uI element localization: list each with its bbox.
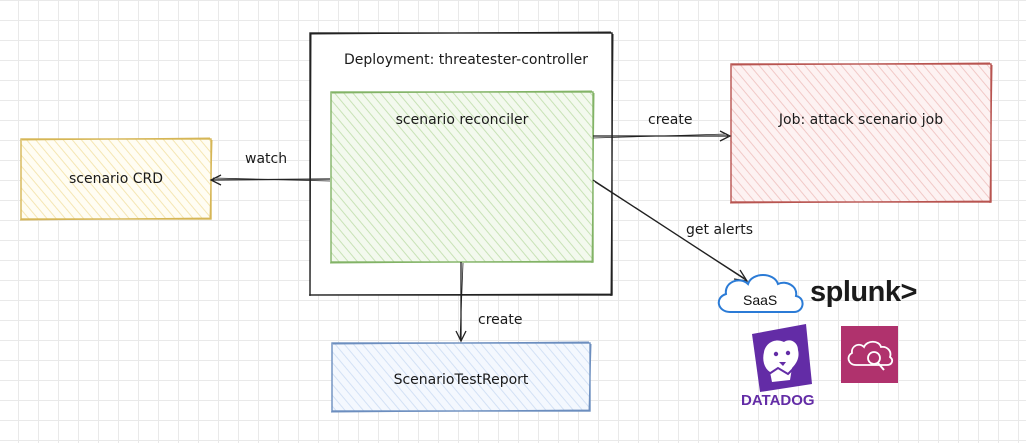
create-job-arrow: [592, 130, 732, 142]
job-box[interactable]: [729, 62, 993, 204]
cloud-icon: [717, 274, 804, 313]
saas-logo-text: SaaS: [743, 292, 778, 308]
datadog-logo-text: DATADOG: [741, 392, 815, 409]
cloud-search-icon: [841, 326, 898, 383]
crd-box[interactable]: [19, 137, 213, 221]
job-title: Job: attack scenario job: [778, 112, 944, 128]
create-report-edge-label: create: [478, 312, 523, 328]
watch-edge-label: watch: [245, 151, 288, 167]
crd-title: scenario CRD: [68, 171, 164, 187]
create-report-arrow: [455, 262, 467, 343]
datadog-dog-icon: [752, 324, 812, 392]
get-alerts-edge-label: get alerts: [686, 222, 754, 238]
report-title: ScenarioTestReport: [393, 372, 529, 388]
report-box[interactable]: [330, 341, 592, 413]
create-job-edge-label: create: [648, 112, 693, 128]
splunk-logo: splunk>: [810, 276, 917, 308]
watch-arrow: [209, 174, 331, 186]
reconciler-title: scenario reconciler: [395, 112, 529, 128]
deployment-title: Deployment: threatester-controller: [344, 52, 589, 68]
